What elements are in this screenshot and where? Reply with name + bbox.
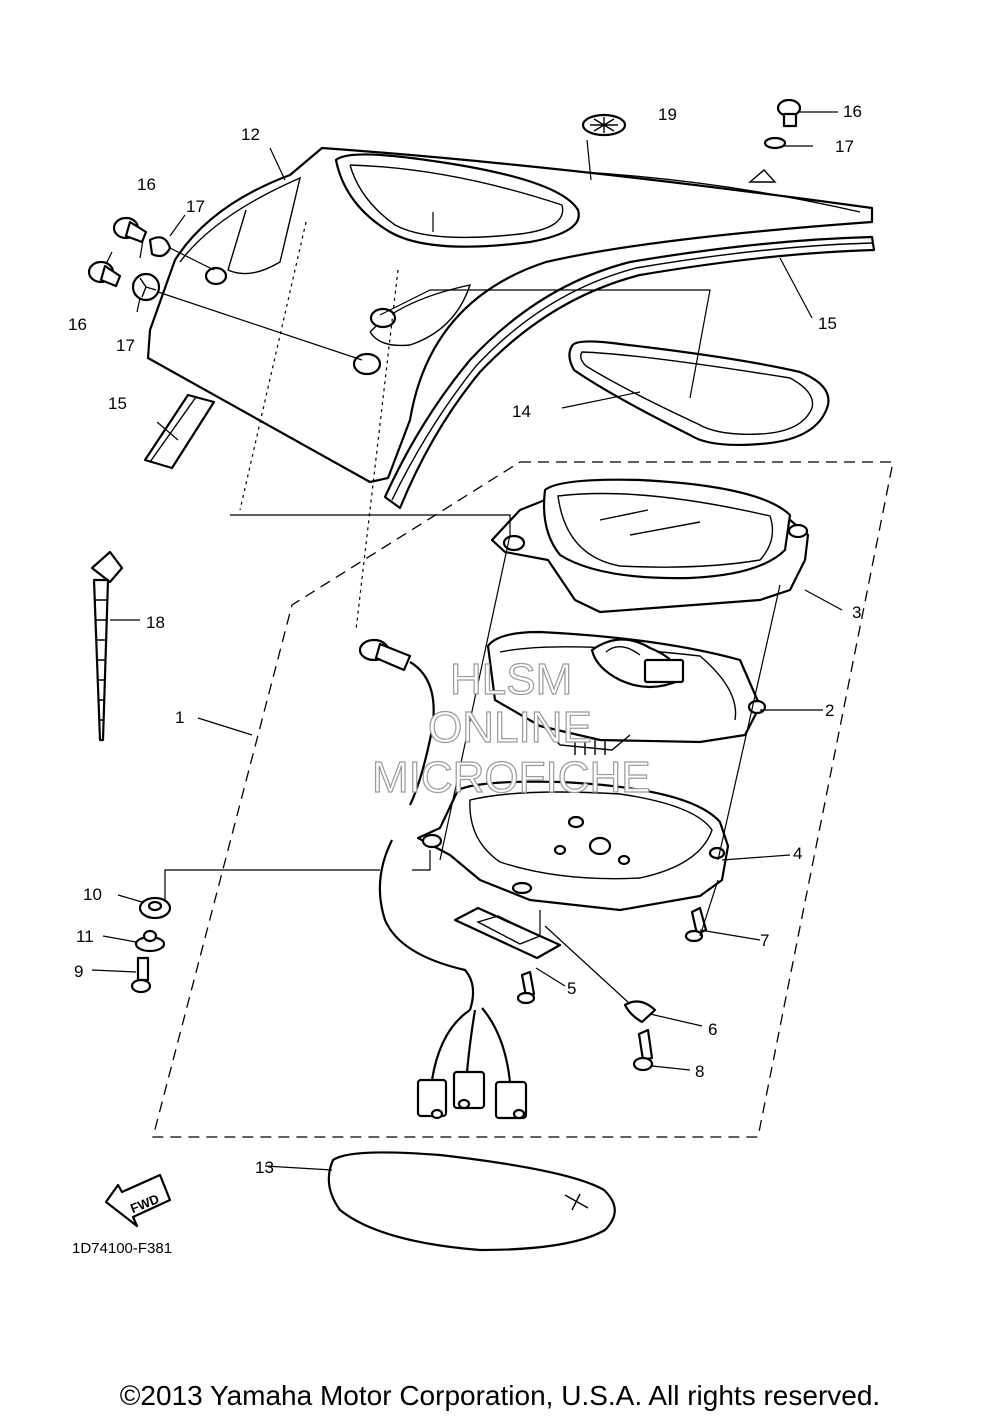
lens-sheet xyxy=(327,1151,616,1252)
wire-harness xyxy=(358,638,528,1120)
callout-13: 13 xyxy=(255,1158,274,1177)
screw-7 xyxy=(684,906,708,943)
callout-16-top: 16 xyxy=(843,102,862,121)
callout-7: 7 xyxy=(760,931,769,950)
meter-cover xyxy=(146,146,874,484)
callout-3: 3 xyxy=(852,603,861,622)
callout-8: 8 xyxy=(695,1062,704,1081)
callout-19: 19 xyxy=(658,105,677,124)
callout-11: 11 xyxy=(76,927,94,946)
callout-2: 2 xyxy=(825,701,834,720)
callout-12: 12 xyxy=(241,125,260,144)
callout-9: 9 xyxy=(74,962,83,981)
trim-strip-right xyxy=(383,235,876,510)
callout-17-left-upper: 17 xyxy=(186,197,205,216)
bolt-16-left-lower xyxy=(87,260,122,288)
watermark-line-1: HLSM xyxy=(450,655,572,704)
callout-10: 10 xyxy=(83,885,102,904)
grommet xyxy=(138,896,172,920)
watermark: HLSM ONLINE MICROFICHE xyxy=(371,654,651,802)
screw-5-fastener xyxy=(516,970,536,1005)
clamp xyxy=(623,1000,657,1024)
callouts: 1 2 3 4 5 6 7 8 9 10 11 12 13 14 15 15 1… xyxy=(68,102,862,1177)
watermark-line-2: ONLINE xyxy=(428,703,592,752)
callout-14: 14 xyxy=(512,402,531,421)
diagram-code: 1D74100-F381 xyxy=(72,1240,173,1257)
callout-16-left-lower: 16 xyxy=(68,315,87,334)
washer-17-left-upper xyxy=(148,236,172,258)
meter-case-upper xyxy=(490,478,810,614)
cable-tie xyxy=(90,550,124,742)
callout-1: 1 xyxy=(175,708,184,727)
bracket xyxy=(453,906,562,960)
callout-6: 6 xyxy=(708,1020,717,1039)
meter-case-lower xyxy=(416,780,730,912)
copyright-notice: ©2013 Yamaha Motor Corporation, U.S.A. A… xyxy=(119,1380,881,1411)
bolt-16-left-upper xyxy=(112,216,148,244)
callout-15-left: 15 xyxy=(108,394,127,413)
callout-17-left-lower: 17 xyxy=(116,336,135,355)
grommet-cover xyxy=(204,266,382,376)
washer-17-left-lower xyxy=(131,272,161,302)
trim-strip-left xyxy=(143,393,216,470)
callout-17-top: 17 xyxy=(835,137,854,156)
callout-18: 18 xyxy=(146,613,165,632)
washer-17-top xyxy=(763,136,787,150)
meter-assembly-outline xyxy=(152,461,894,1138)
callout-16-left-upper: 16 xyxy=(137,175,156,194)
screw-9 xyxy=(130,956,152,994)
watermark-line-3: MICROFICHE xyxy=(372,753,651,802)
bolt-16-top xyxy=(776,98,802,128)
leader-lines xyxy=(91,111,843,1171)
meter-gasket xyxy=(568,340,830,447)
callout-5: 5 xyxy=(567,979,576,998)
forward-arrow-icon: FWD xyxy=(104,1173,172,1228)
meter-body xyxy=(486,630,767,755)
collar xyxy=(134,929,166,953)
callout-15-right: 15 xyxy=(818,314,837,333)
screw-8 xyxy=(632,1028,654,1072)
callout-4: 4 xyxy=(793,844,802,863)
cap xyxy=(581,113,627,137)
